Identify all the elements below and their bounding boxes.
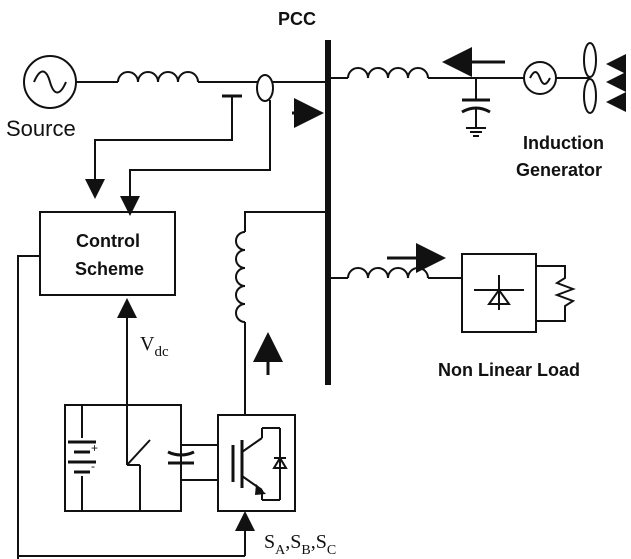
- current-sense-line: [120, 100, 271, 216]
- battery-icon: + -: [68, 405, 98, 511]
- ground-icon: [466, 127, 486, 137]
- dc-link-box: [64, 404, 218, 512]
- source-feeder: [76, 71, 328, 83]
- generator-label: Generator: [516, 160, 602, 180]
- switch-signals-label: SA,SB,SC: [264, 531, 336, 558]
- current-sensor-icon: [256, 74, 274, 102]
- pcc-label: PCC: [278, 9, 316, 29]
- inductor-icon: [117, 71, 199, 83]
- capacitor-icon: [461, 98, 491, 128]
- nonlinear-load-label: Non Linear Load: [438, 360, 580, 380]
- gate-signal-line: [17, 255, 255, 559]
- diode-rectifier-icon: [461, 253, 537, 333]
- generator-feeder: [328, 67, 525, 100]
- svg-text:+: +: [91, 441, 98, 455]
- vdc-label: Vdc: [140, 333, 169, 360]
- source-label: Source: [6, 116, 76, 141]
- wind-turbine-icon: [556, 42, 626, 114]
- resistor-icon: [536, 265, 576, 322]
- igbt-icon: [217, 414, 296, 512]
- switch-icon: [126, 405, 151, 511]
- capacitor-icon: [167, 405, 195, 511]
- load-feeder: [328, 267, 462, 279]
- voltage-sense-line: [85, 94, 242, 199]
- coupling-feeder: [235, 211, 328, 415]
- induction-label: Induction: [523, 133, 604, 153]
- svg-text:-: -: [91, 459, 95, 473]
- control-label: Control: [76, 231, 140, 251]
- ac-generator-icon: [523, 61, 557, 95]
- ac-source-icon: [23, 55, 77, 109]
- control-scheme-box: [39, 211, 176, 296]
- scheme-label: Scheme: [75, 259, 144, 279]
